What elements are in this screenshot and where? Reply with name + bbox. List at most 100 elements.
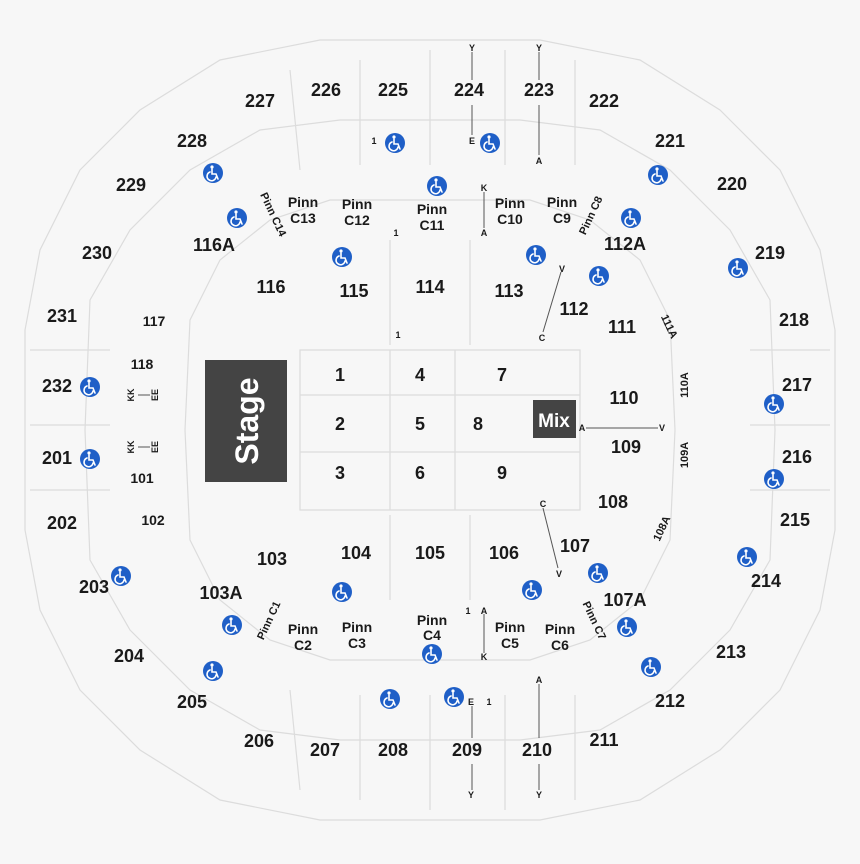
section-label[interactable]: 5 — [415, 414, 425, 434]
wheelchair-icon — [332, 247, 352, 267]
pinnacle-section[interactable]: Pinn C11 — [417, 201, 447, 233]
section-label[interactable]: 202 — [47, 513, 77, 533]
section-label[interactable]: 219 — [755, 243, 785, 263]
pinnacle-code: C13 — [290, 210, 316, 226]
lower-sections: 116 115 114 113 112 111 110 109 108 107 … — [130, 277, 641, 569]
section-label[interactable]: 103 — [257, 549, 287, 569]
section-label[interactable]: 104 — [341, 543, 371, 563]
section-label[interactable]: 111A — [658, 313, 680, 341]
wheelchair-icon — [80, 377, 100, 397]
section-label[interactable]: 222 — [589, 91, 619, 111]
section-label[interactable]: 2 — [335, 414, 345, 434]
section-label[interactable]: 4 — [415, 365, 425, 385]
section-label[interactable]: 221 — [655, 131, 685, 151]
section-label[interactable]: 3 — [335, 463, 345, 483]
section-label[interactable]: 228 — [177, 131, 207, 151]
section-label[interactable]: 109 — [611, 437, 641, 457]
wheelchair-icon — [222, 615, 242, 635]
section-label[interactable]: 107 — [560, 536, 590, 556]
section-label[interactable]: 206 — [244, 731, 274, 751]
section-label[interactable]: 226 — [311, 80, 341, 100]
section-label[interactable]: 112 — [559, 299, 588, 319]
section-label[interactable]: 109A — [679, 442, 691, 468]
section-label[interactable]: 103A — [199, 583, 242, 603]
row-marker: C — [540, 499, 547, 509]
wheelchair-icon — [380, 689, 400, 709]
section-label[interactable]: 208 — [378, 740, 408, 760]
section-label[interactable]: 107A — [603, 590, 646, 610]
row-marker: 1 — [486, 697, 491, 707]
section-label[interactable]: 217 — [782, 375, 812, 395]
pinnacle-code: C11 — [420, 217, 445, 233]
section-label[interactable]: 203 — [79, 577, 109, 597]
section-label[interactable]: 214 — [751, 571, 781, 591]
section-label[interactable]: 110A — [679, 372, 691, 398]
section-label[interactable]: 213 — [716, 642, 746, 662]
section-label[interactable]: 201 — [42, 448, 72, 468]
section-label[interactable]: 113 — [494, 281, 523, 301]
section-label[interactable]: 220 — [717, 174, 747, 194]
section-label[interactable]: 105 — [415, 543, 445, 563]
section-label[interactable]: 227 — [245, 91, 275, 111]
section-label[interactable]: 6 — [415, 463, 425, 483]
section-label[interactable]: 110 — [609, 388, 638, 408]
section-label[interactable]: 231 — [47, 306, 77, 326]
section-label[interactable]: 106 — [489, 543, 519, 563]
section-label[interactable]: 212 — [655, 691, 685, 711]
pinnacle-section[interactable]: Pinn C6 — [545, 621, 575, 653]
pinnacle-section[interactable]: Pinn C2 — [288, 621, 318, 653]
row-marker: EE — [150, 389, 160, 401]
section-label[interactable]: 223 — [524, 80, 554, 100]
row-marker: EE — [150, 441, 160, 453]
section-label[interactable]: 101 — [130, 470, 154, 486]
section-label[interactable]: 209 — [452, 740, 482, 760]
section-label[interactable]: 211 — [589, 730, 618, 750]
pinnacle-section[interactable]: Pinn C3 — [342, 619, 372, 651]
pinnacle-section[interactable]: Pinn C4 — [417, 612, 447, 643]
section-label[interactable]: 218 — [779, 310, 809, 330]
section-label[interactable]: 118 — [131, 356, 154, 372]
section-label[interactable]: 111 — [608, 317, 636, 337]
wheelchair-icon — [422, 644, 442, 664]
section-label[interactable]: 108 — [598, 492, 628, 512]
section-label[interactable]: 8 — [473, 414, 483, 434]
section-label[interactable]: 9 — [497, 463, 507, 483]
row-marker: 1 — [395, 330, 400, 340]
pinnacle-code: C6 — [551, 637, 569, 653]
pinnacle-section[interactable]: Pinn C13 — [288, 194, 318, 226]
section-label[interactable]: 7 — [497, 365, 507, 385]
section-label[interactable]: 224 — [454, 80, 484, 100]
section-label[interactable]: 116A — [193, 235, 235, 255]
section-label[interactable]: 204 — [114, 646, 144, 666]
section-label[interactable]: 232 — [42, 376, 72, 396]
pinnacle-section[interactable]: Pinn C10 — [495, 195, 525, 227]
section-label[interactable]: 229 — [116, 175, 146, 195]
section-label[interactable]: 1 — [335, 365, 345, 385]
section-label[interactable]: 102 — [141, 512, 165, 528]
pinnacle-section-angled[interactable]: Pinn C8 — [577, 195, 605, 237]
section-label[interactable]: 116 — [256, 277, 285, 297]
pinnacle-section[interactable]: Pinn C12 — [342, 196, 372, 228]
row-marker-lines — [138, 52, 658, 790]
section-label[interactable]: 115 — [339, 281, 368, 301]
pinnacle-section-angled[interactable]: Pinn C1 — [255, 600, 283, 642]
section-label[interactable]: 210 — [522, 740, 552, 760]
section-label[interactable]: 117 — [143, 313, 166, 329]
pinnacle-code: C2 — [294, 637, 312, 653]
pinnacle-code: C12 — [344, 212, 370, 228]
section-label[interactable]: 225 — [378, 80, 408, 100]
section-label[interactable]: 114 — [415, 277, 444, 297]
section-label[interactable]: 216 — [782, 447, 812, 467]
section-label[interactable]: 207 — [310, 740, 340, 760]
pinnacle-section[interactable]: Pinn C9 — [547, 194, 577, 226]
stage[interactable]: Stage — [205, 360, 287, 482]
wheelchair-icon — [588, 563, 608, 583]
wheelchair-icon — [764, 394, 784, 414]
mix-position: Mix — [533, 400, 576, 438]
section-label[interactable]: 205 — [177, 692, 207, 712]
section-label[interactable]: 215 — [780, 510, 810, 530]
pinnacle-section[interactable]: Pinn C5 — [495, 619, 525, 651]
row-marker: K — [481, 183, 488, 193]
section-label[interactable]: 112A — [604, 234, 646, 254]
section-label[interactable]: 230 — [82, 243, 112, 263]
